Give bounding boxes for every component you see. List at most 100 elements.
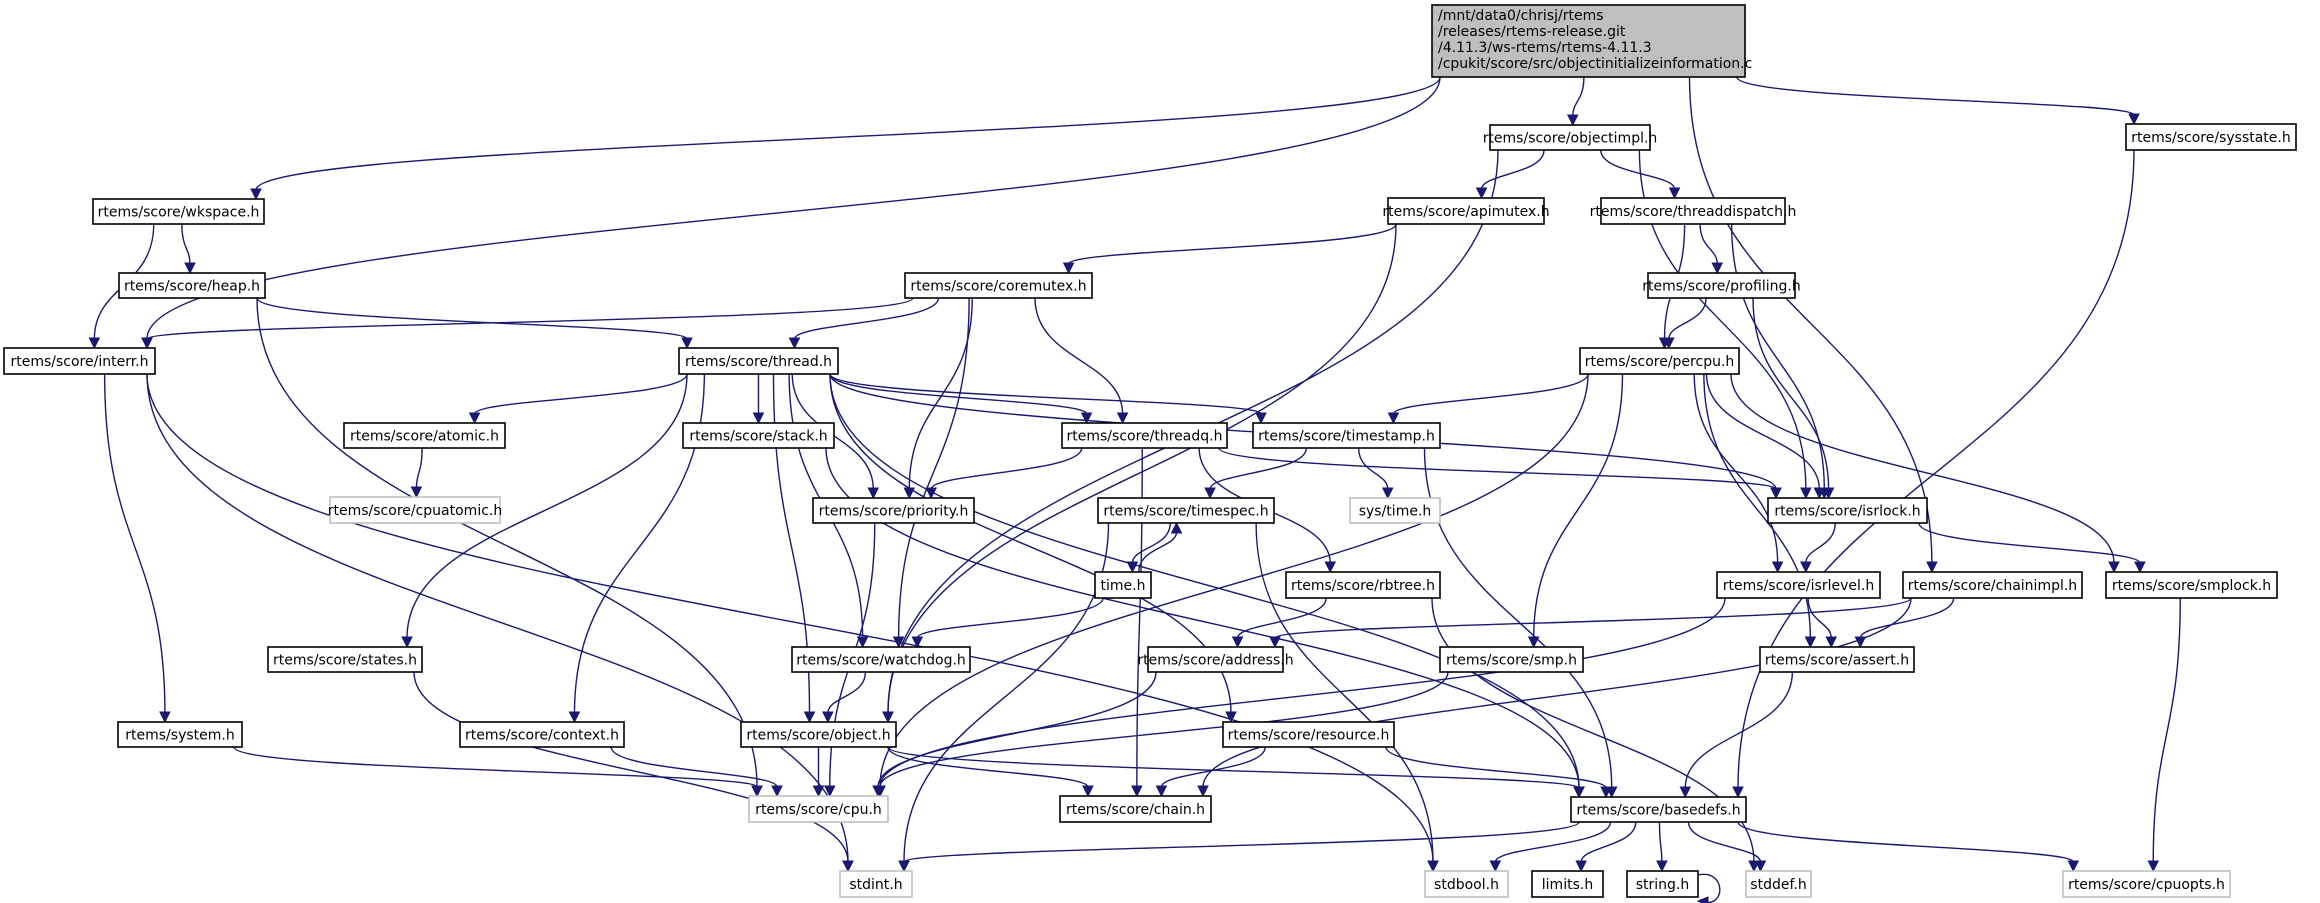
node-system[interactable]: rtems/system.h bbox=[117, 721, 243, 748]
node-label: /cpukit/score/src/objectinitializeinform… bbox=[1438, 56, 1752, 72]
edge-interr-to-system bbox=[103, 373, 171, 724]
node-cpu[interactable]: rtems/score/cpu.h bbox=[748, 795, 889, 823]
edges-layer bbox=[88, 76, 2181, 903]
node-limits[interactable]: limits.h bbox=[1531, 870, 1604, 898]
arrowhead-icon bbox=[1131, 785, 1143, 798]
arrowhead-icon bbox=[925, 487, 937, 500]
node-isrlock[interactable]: rtems/score/isrlock.h bbox=[1767, 497, 1928, 524]
edge-isrlevel-to-cpu bbox=[874, 597, 1726, 798]
arrowhead-icon bbox=[1126, 561, 1139, 574]
node-box bbox=[3, 347, 156, 375]
node-box bbox=[682, 422, 835, 449]
arrowhead-icon bbox=[1116, 412, 1129, 425]
edge-string-to-string bbox=[1696, 873, 1721, 903]
node-atomic[interactable]: rtems/score/atomic.h bbox=[343, 422, 506, 449]
node-threadq[interactable]: rtems/score/threadq.h bbox=[1061, 422, 1228, 449]
node-box bbox=[1222, 721, 1395, 748]
arrowhead-icon bbox=[1080, 412, 1093, 425]
node-timestamp[interactable]: rtems/score/timestamp.h bbox=[1252, 422, 1441, 449]
node-stack[interactable]: rtems/score/stack.h bbox=[682, 422, 835, 449]
edge-root-to-wkspace bbox=[250, 76, 1441, 201]
edge-apimutex-to-coremutex bbox=[1062, 223, 1397, 275]
arrowhead-icon bbox=[1489, 860, 1502, 873]
node-timeh[interactable]: time.h bbox=[1094, 571, 1152, 599]
node-stdbool[interactable]: stdbool.h bbox=[1424, 870, 1509, 898]
node-resource[interactable]: rtems/score/resource.h bbox=[1222, 721, 1395, 748]
arrowhead-icon bbox=[856, 636, 869, 649]
node-chain[interactable]: rtems/score/chain.h bbox=[1059, 795, 1212, 823]
node-sysstate[interactable]: rtems/score/sysstate.h bbox=[2125, 123, 2297, 151]
node-timespec[interactable]: rtems/score/timespec.h bbox=[1097, 497, 1275, 524]
edge-percpu-to-smp bbox=[1527, 373, 1624, 649]
arrowhead-icon bbox=[1204, 487, 1216, 500]
node-box bbox=[267, 646, 423, 673]
node-box bbox=[904, 272, 1093, 299]
node-label: rtems/score/resource.h bbox=[1228, 728, 1390, 744]
arrowhead-icon bbox=[184, 262, 196, 275]
node-profiling[interactable]: rtems/score/profiling.h bbox=[1642, 272, 1801, 299]
node-coremutex[interactable]: rtems/score/coremutex.h bbox=[904, 272, 1093, 299]
node-root[interactable]: /mnt/data0/chrisj/rtems/releases/rtems-r… bbox=[1431, 4, 1752, 78]
node-box bbox=[791, 646, 971, 673]
node-label: rtems/score/atomic.h bbox=[350, 429, 499, 445]
arrowhead-icon bbox=[1804, 636, 1817, 649]
node-box bbox=[1349, 497, 1441, 524]
node-label: rtems/score/heap.h bbox=[124, 279, 260, 295]
node-label: rtems/score/objectimpl.h bbox=[1483, 131, 1658, 147]
node-rbtree[interactable]: rtems/score/rbtree.h bbox=[1285, 571, 1441, 599]
arrowhead-icon bbox=[1696, 896, 1709, 903]
node-isrlevel[interactable]: rtems/score/isrlevel.h bbox=[1716, 571, 1881, 599]
node-smp[interactable]: rtems/score/smp.h bbox=[1439, 646, 1584, 673]
node-object[interactable]: rtems/score/object.h bbox=[740, 721, 897, 748]
node-cpuatomic[interactable]: rtems/score/cpuatomic.h bbox=[328, 496, 502, 524]
node-wkspace[interactable]: rtems/score/wkspace.h bbox=[92, 198, 265, 225]
arrowhead-icon bbox=[1822, 487, 1835, 500]
node-apimutex[interactable]: rtems/score/apimutex.h bbox=[1382, 197, 1550, 225]
node-box bbox=[329, 496, 501, 524]
node-states[interactable]: rtems/score/states.h bbox=[267, 646, 423, 673]
node-objectimpl[interactable]: rtems/score/objectimpl.h bbox=[1483, 124, 1658, 151]
node-string[interactable]: string.h bbox=[1626, 870, 1699, 898]
arrowhead-icon bbox=[401, 636, 413, 649]
edge-rbtree-to-stddef bbox=[1431, 597, 1760, 873]
node-assert[interactable]: rtems/score/assert.h bbox=[1759, 646, 1915, 673]
edge-object-to-basedefs bbox=[887, 746, 1585, 799]
node-basedefs[interactable]: rtems/score/basedefs.h bbox=[1570, 796, 1747, 823]
edge-smplock-to-cpuopts bbox=[2147, 597, 2181, 873]
node-watchdog[interactable]: rtems/score/watchdog.h bbox=[791, 646, 971, 673]
node-box bbox=[92, 198, 265, 225]
arrowhead-icon bbox=[874, 785, 886, 798]
node-address[interactable]: rtems/score/address.h bbox=[1137, 646, 1294, 673]
node-label: /releases/rtems-release.git bbox=[1438, 24, 1626, 40]
node-label: rtems/score/threadq.h bbox=[1067, 429, 1223, 445]
node-stdint[interactable]: stdint.h bbox=[839, 870, 913, 898]
arrowhead-icon bbox=[1573, 786, 1585, 799]
nodes-layer: /mnt/data0/chrisj/rtems/releases/rtems-r… bbox=[3, 4, 2297, 898]
node-label: rtems/score/watchdog.h bbox=[796, 653, 966, 669]
node-label: rtems/score/context.h bbox=[465, 728, 619, 744]
node-percpu[interactable]: rtems/score/percpu.h bbox=[1579, 347, 1740, 375]
node-threaddispatch[interactable]: rtems/score/threaddispatch.h bbox=[1590, 197, 1797, 225]
node-interr[interactable]: rtems/score/interr.h bbox=[3, 347, 156, 375]
node-label: stdint.h bbox=[849, 877, 902, 893]
arrowhead-icon bbox=[867, 487, 880, 500]
node-thread[interactable]: rtems/score/thread.h bbox=[678, 347, 839, 375]
node-priority[interactable]: rtems/score/priority.h bbox=[812, 497, 975, 524]
node-label: rtems/score/sysstate.h bbox=[2131, 130, 2291, 146]
edge-percpu-to-isrlock bbox=[1705, 373, 1826, 500]
node-context[interactable]: rtems/score/context.h bbox=[459, 721, 625, 748]
edge-timeh-to-timespec bbox=[1138, 521, 1183, 573]
node-heap[interactable]: rtems/score/heap.h bbox=[118, 272, 266, 299]
node-label: rtems/score/threaddispatch.h bbox=[1590, 204, 1797, 220]
node-box bbox=[1252, 422, 1441, 449]
node-cpuopts[interactable]: rtems/score/cpuopts.h bbox=[2062, 870, 2231, 898]
arrowhead-icon bbox=[803, 711, 816, 724]
node-label: rtems/score/wkspace.h bbox=[98, 205, 260, 221]
node-stddef[interactable]: stddef.h bbox=[1745, 870, 1812, 898]
node-chainimpl[interactable]: rtems/score/chainimpl.h bbox=[1902, 571, 2083, 599]
node-systime[interactable]: sys/time.h bbox=[1349, 497, 1441, 524]
node-smplock[interactable]: rtems/score/smplock.h bbox=[2105, 571, 2278, 599]
node-label: rtems/score/smplock.h bbox=[2112, 578, 2271, 594]
arrowhead-icon bbox=[2134, 561, 2146, 574]
